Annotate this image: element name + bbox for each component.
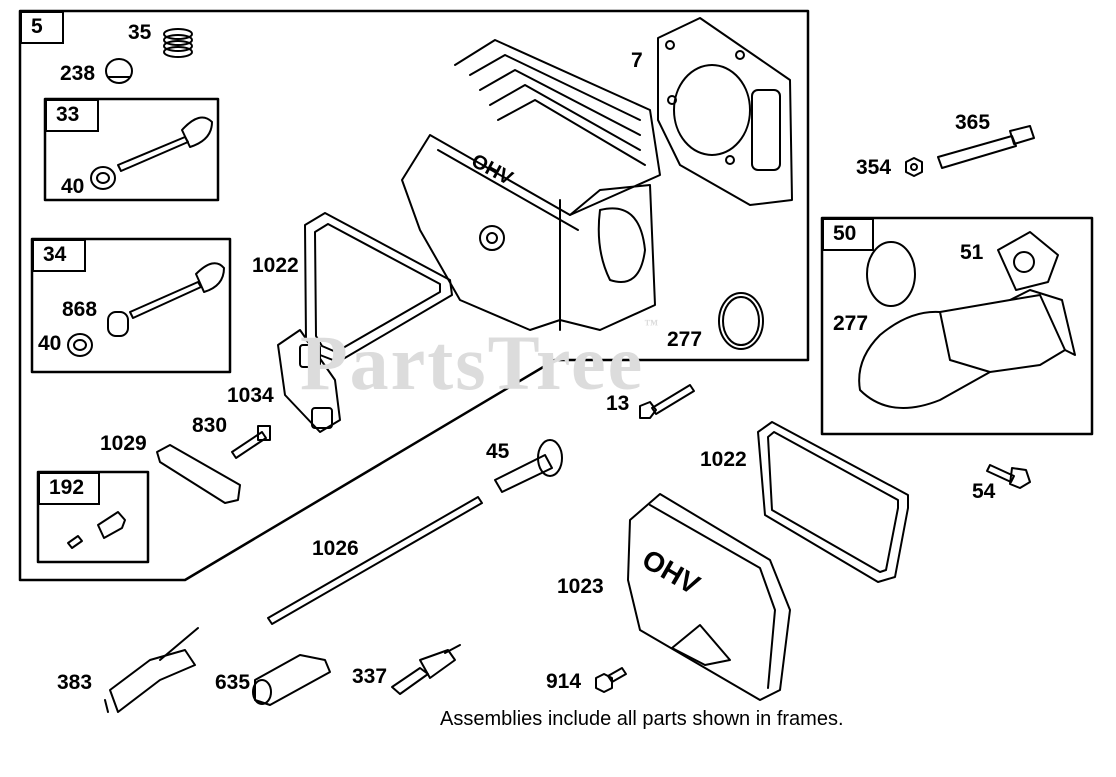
label-238: 238 [60,62,96,85]
label-1026: 1026 [312,537,359,560]
spring-part [163,28,193,58]
valve-cap-part [105,58,133,84]
frame-tag-33: 33 [45,99,99,132]
rocker-arm-part [156,444,241,504]
push-rod-part [267,496,483,625]
label-1022-b: 1022 [700,448,747,471]
label-365: 365 [955,111,991,134]
label-277-b: 277 [833,312,869,335]
label-7: 7 [631,49,643,72]
svg-text:OHV: OHV [637,543,705,600]
stud-part [231,425,271,459]
label-830: 830 [192,414,228,437]
nut-part [905,157,923,177]
frame-tag-50: 50 [822,218,874,251]
frame-tag-34: 34 [32,239,86,272]
cylinder-head-part: OHV [401,39,661,331]
guide-plate-part [277,329,341,433]
label-635: 635 [215,671,251,694]
o-ring-part [718,292,764,350]
svg-text:OHV: OHV [468,150,517,190]
push-rod-guide-part [494,439,563,493]
label-383: 383 [57,671,93,694]
bolt-54-part [986,464,1031,489]
label-277-a: 277 [667,328,703,351]
rocker-gasket-lower-part [757,421,909,583]
label-337: 337 [352,665,388,688]
label-40-b: 40 [38,332,62,355]
valve-34-part [67,262,225,357]
spark-plug-part [391,644,461,695]
adjuster-part [67,511,126,549]
label-40-a: 40 [61,175,85,198]
label-45: 45 [486,440,510,463]
assembly-frame-33 [43,97,220,202]
label-1034: 1034 [227,384,274,407]
label-868: 868 [62,298,98,321]
intake-manifold-part [858,289,1076,409]
label-1023: 1023 [557,575,604,598]
assembly-frame-50 [820,216,1094,436]
tool-383-part [104,627,199,713]
label-13: 13 [606,392,630,415]
long-stud-part [937,125,1035,169]
label-1029: 1029 [100,432,147,455]
label-54: 54 [972,480,996,503]
label-51: 51 [960,241,984,264]
assembly-note: Assemblies include all parts shown in fr… [440,708,844,730]
label-914: 914 [546,670,582,693]
intake-gasket-part [997,231,1059,291]
assembly-frame-34 [30,237,232,374]
sleeve-635-part [252,654,331,706]
valve-cover-part: OHV [627,493,791,701]
bolt-914-part [595,667,627,693]
intake-o-ring-part [866,241,916,307]
frame-tag-192: 192 [38,472,100,505]
frame-tag-5: 5 [20,11,64,44]
label-35: 35 [128,21,152,44]
valve-33-part [90,116,213,190]
head-gasket-part [657,17,793,206]
label-1022-a: 1022 [252,254,299,277]
bolt-13-part [639,384,695,419]
watermark: PartsTree™ [300,318,661,406]
assembly-frame-5 [18,9,810,582]
label-354: 354 [856,156,892,179]
